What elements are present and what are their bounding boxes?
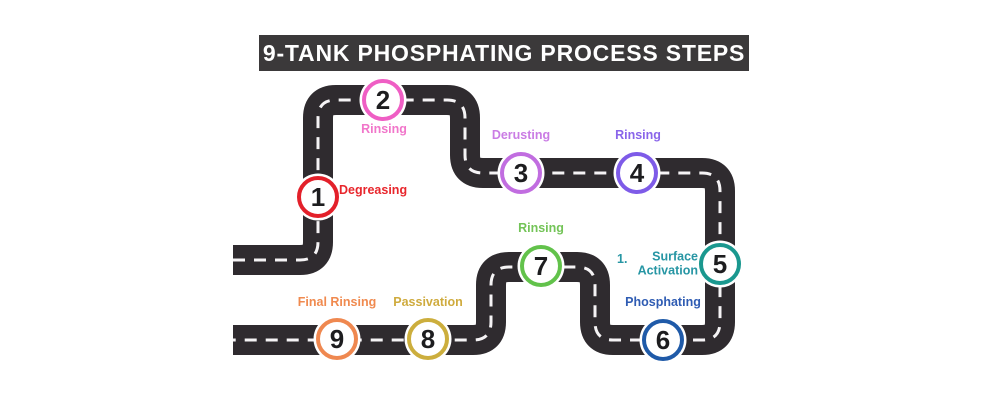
step-node-1: 1 — [297, 176, 339, 218]
step-node-9: 9 — [316, 318, 358, 360]
step-number: 7 — [533, 251, 549, 281]
step-label-passivation: Passivation — [393, 294, 463, 309]
step-node-5: 5 — [699, 243, 741, 285]
page-title: 9-TANK PHOSPHATING PROCESS STEPS — [262, 39, 746, 66]
step-number: 6 — [655, 325, 671, 355]
step-label-phosphating: Phosphating — [625, 294, 701, 309]
step-node-6: 6 — [642, 319, 684, 361]
step-number: 3 — [513, 158, 529, 188]
title-banner: 9-TANK PHOSPHATING PROCESS STEPS — [259, 35, 749, 71]
step-number: 5 — [712, 249, 728, 279]
step-label-degreasing: Degreasing — [339, 182, 408, 197]
step-number: 8 — [420, 324, 436, 354]
step-node-8: 8 — [407, 318, 449, 360]
step-node-3: 3 — [500, 152, 542, 194]
step-number: 9 — [329, 324, 345, 354]
step-node-4: 4 — [616, 152, 658, 194]
step-label-rinsing-7: Rinsing — [518, 220, 564, 235]
step-label-rinsing-4: Rinsing — [615, 127, 661, 142]
stray-list-marker: 1. — [617, 252, 628, 266]
step-node-7: 7 — [520, 245, 562, 287]
step-number: 1 — [310, 182, 326, 212]
step-label-surface-activation: Surface Activation — [637, 249, 698, 278]
step-node-2: 2 — [362, 79, 404, 121]
road-center-dashes — [233, 98, 722, 342]
step-number: 2 — [375, 85, 391, 115]
step-number: 4 — [629, 158, 645, 188]
step-label-final-rinsing: Final Rinsing — [297, 294, 377, 309]
step-label-derusting: Derusting — [491, 127, 551, 142]
step-label-rinsing-2: Rinsing — [361, 121, 407, 136]
